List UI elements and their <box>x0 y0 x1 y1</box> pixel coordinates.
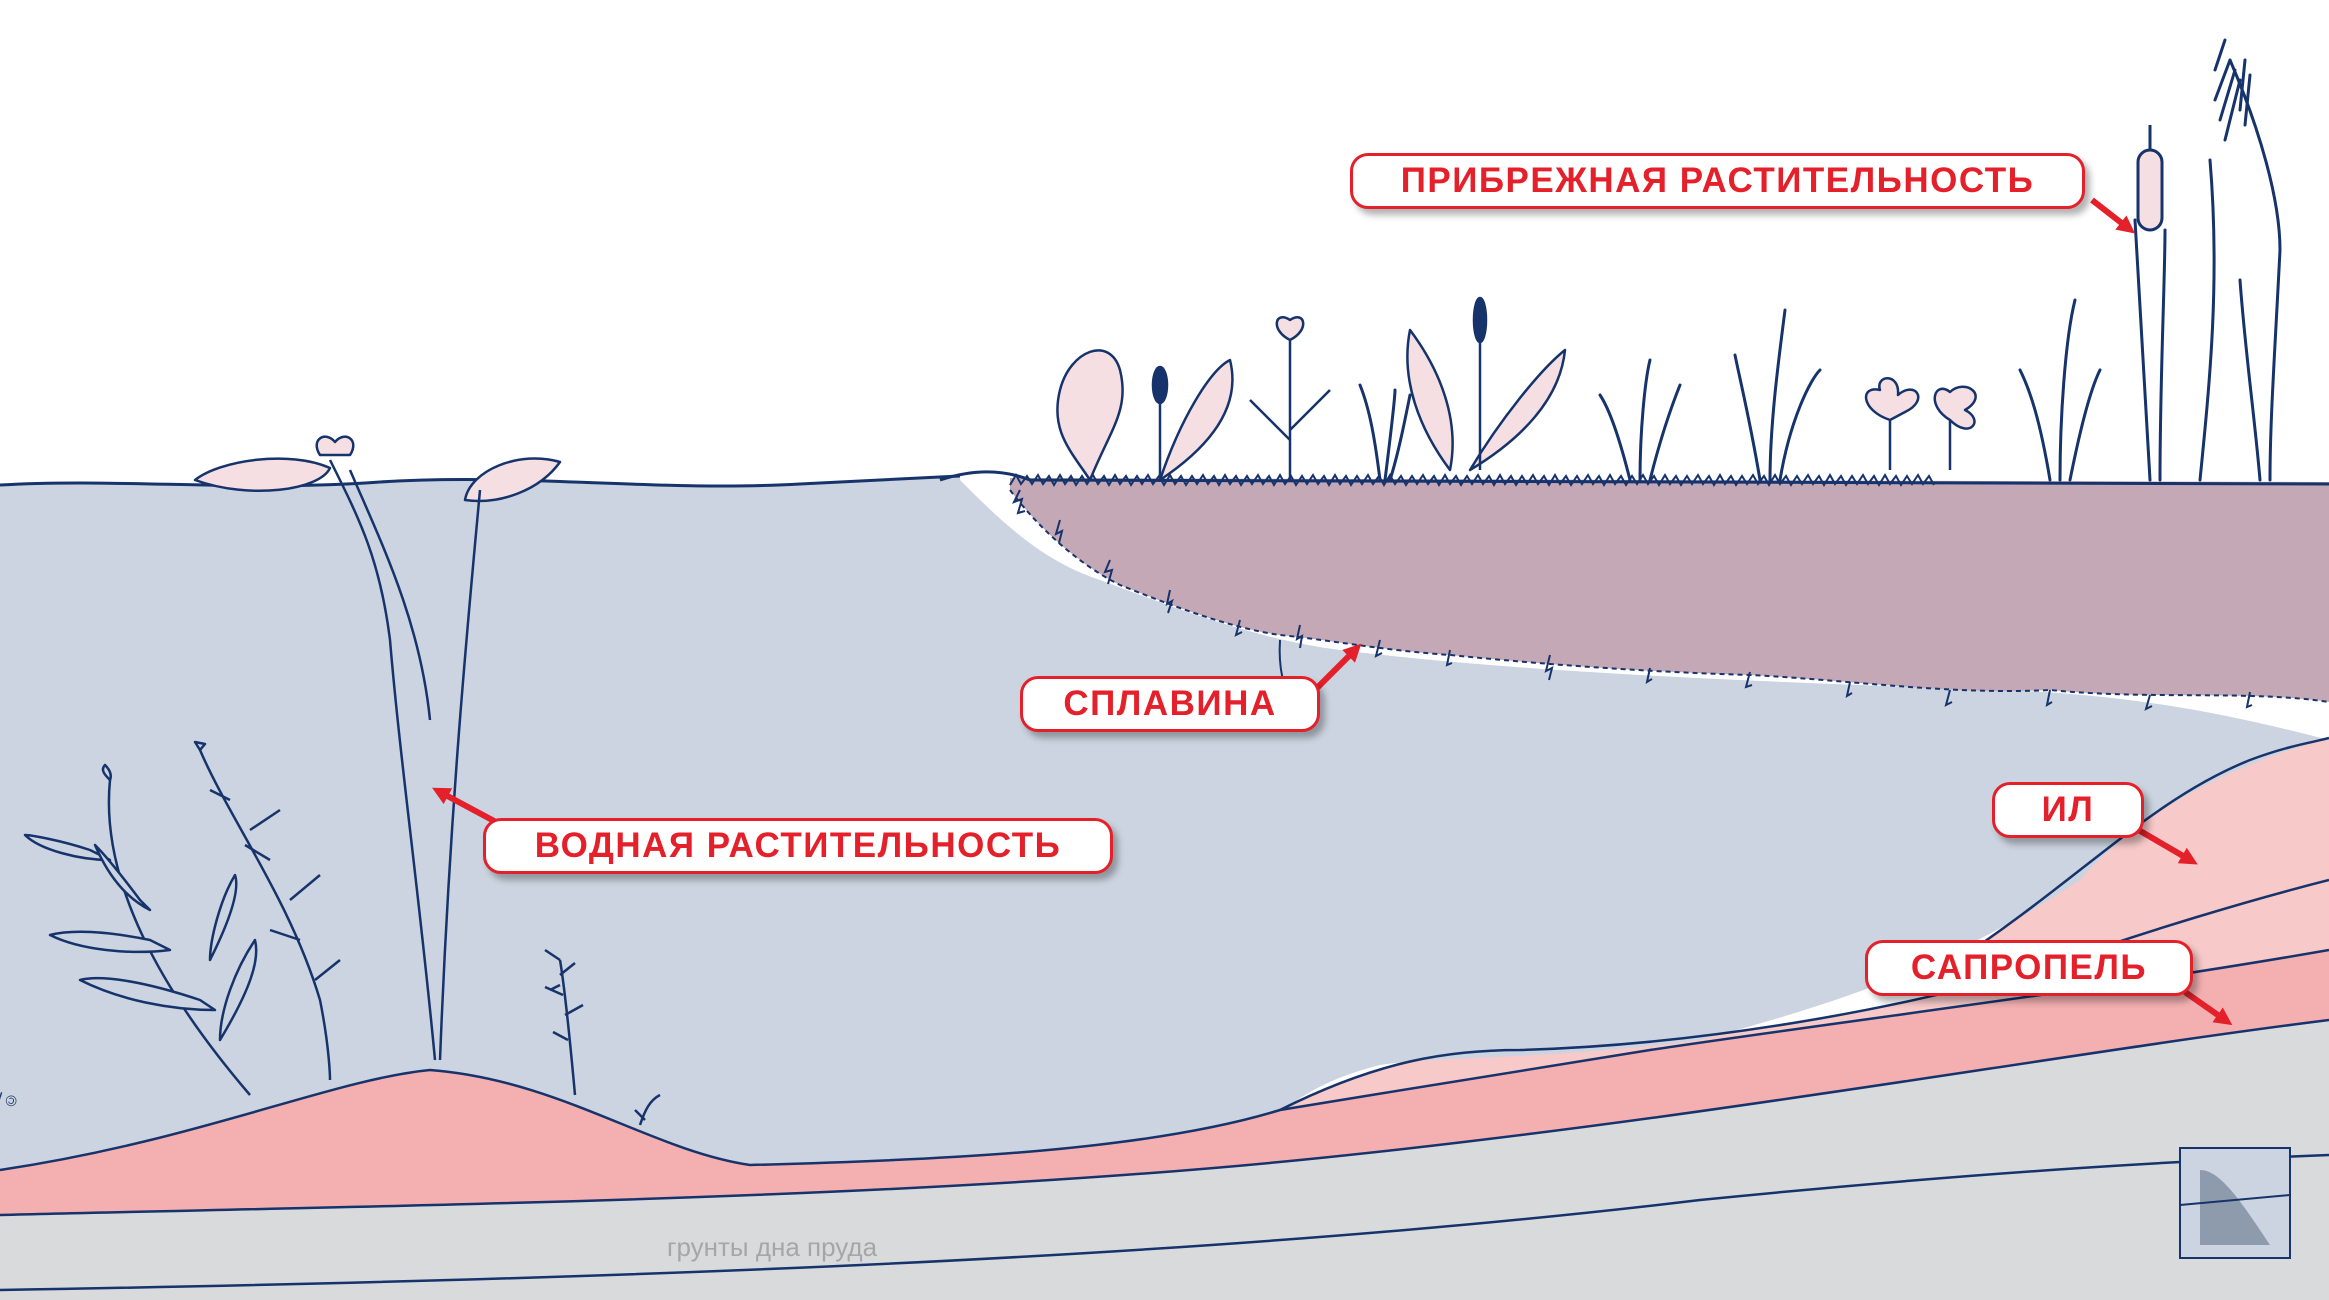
submerged-plant-icon <box>544 948 661 1126</box>
silt-label: ИЛ <box>1992 782 2144 838</box>
company-logo-icon <box>2179 1147 2291 1259</box>
heart-leaf-icon <box>1249 316 1331 480</box>
aquatic-vegetation-label: ВОДНАЯ РАСТИТЕЛЬНОСТЬ <box>483 818 1113 874</box>
coastal-vegetation-label: ПРИБРЕЖНАЯ РАСТИТЕЛЬНОСТЬ <box>1350 153 2085 209</box>
floating-mat <box>1010 478 2329 702</box>
broad-leaf-icon <box>1468 348 1567 472</box>
coastal-plants <box>1056 296 1977 482</box>
broad-leaf-icon <box>1406 328 1454 472</box>
cattail-icon <box>2136 125 2164 232</box>
clover-icon <box>1864 377 1977 470</box>
broad-leaf-icon <box>1158 358 1234 482</box>
sapropel-layer <box>0 950 2329 1215</box>
reed-icon <box>1358 38 2282 482</box>
broad-leaf-icon <box>1056 349 1124 482</box>
water-body <box>0 476 2329 1170</box>
sapropel-label: САПРОПЕЛЬ <box>1865 940 2193 996</box>
flower-spike-icon <box>1472 296 1488 344</box>
floating-mat-label: СПЛАВИНА <box>1020 676 1320 732</box>
grass-icon <box>1009 473 1935 487</box>
flower-spike-icon <box>1151 365 1169 405</box>
water-lily-icon <box>193 435 562 1061</box>
bottom-soil-layer <box>0 1020 2329 1300</box>
submerged-plant-icon <box>23 740 341 1096</box>
pond-bottom-soils-label: грунты дна пруда <box>667 1232 878 1262</box>
